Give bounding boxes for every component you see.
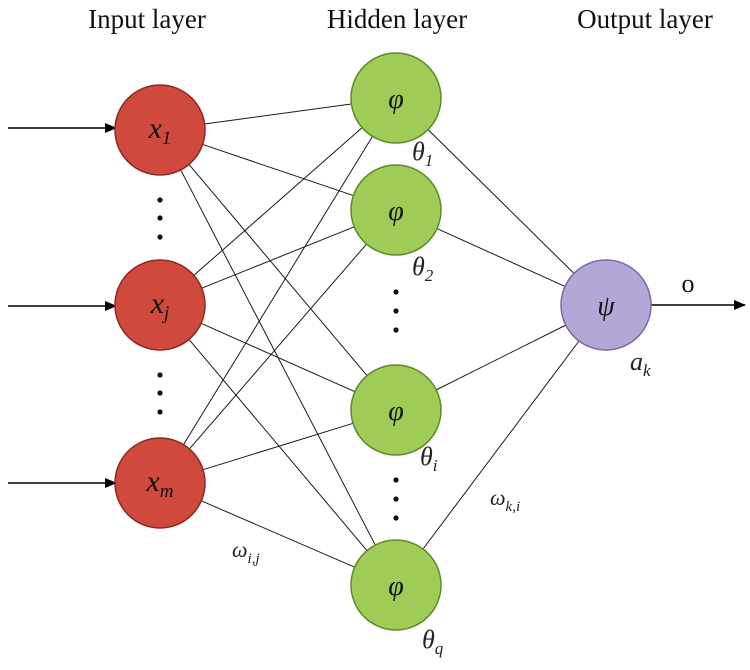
- hidden-output-connection: [422, 340, 580, 550]
- weight-input-hidden-main: ω: [232, 537, 248, 562]
- weight-label-hidden-output: ωk,i: [490, 485, 520, 515]
- hidden-node-1: φ θ1: [350, 52, 442, 170]
- hidden-node-1-bias-sub: 1: [425, 151, 434, 170]
- hidden-node-2-bias: θ2: [412, 252, 434, 285]
- hidden-node-q-symbol: φ: [388, 571, 404, 602]
- output-node: ψ ak: [560, 259, 652, 380]
- hidden-node-i-bias: θi: [420, 442, 438, 475]
- output-node-bias-main: a: [630, 347, 643, 376]
- hidden-node-2-symbol: φ: [388, 196, 404, 227]
- hidden-node-1-bias-main: θ: [412, 137, 425, 166]
- hidden-node-i-bias-main: θ: [420, 442, 433, 471]
- output-node-bias-sub: k: [643, 361, 651, 380]
- hidden-ellipsis-lower: [393, 477, 399, 521]
- input-hidden-connection: [193, 127, 363, 276]
- ellipsis-dot: [157, 372, 163, 378]
- output-node-circle: [560, 259, 652, 351]
- hidden-node-i: φ θi: [350, 364, 442, 475]
- hidden-node-q-bias-sub: q: [435, 639, 444, 658]
- input-hidden-connection: [200, 322, 356, 393]
- hidden-ellipsis-upper: [393, 289, 399, 333]
- ellipsis-dot: [157, 234, 163, 240]
- hidden-node-q-bias-main: θ: [422, 625, 435, 654]
- hidden-node-q: φ θq: [350, 539, 444, 658]
- input-node-1-circle: [114, 84, 206, 176]
- input-node-j-main: x: [150, 287, 165, 320]
- input-node-j-label: xj: [150, 287, 170, 324]
- hidden-node-i-symbol: φ: [388, 396, 404, 427]
- input-layer-title: Input layer: [88, 4, 206, 34]
- input-node-1-main: x: [148, 112, 163, 145]
- input-node-1-sub: 1: [162, 128, 172, 149]
- weight-hidden-output-main: ω: [490, 485, 506, 510]
- input-hidden-connection: [183, 136, 373, 445]
- hidden-node-2-bias-main: θ: [412, 252, 425, 281]
- ellipsis-dot: [393, 477, 399, 483]
- input-node-j-sub: j: [161, 303, 169, 324]
- input-node-j-circle: [114, 259, 206, 351]
- input-ellipsis-lower: [157, 372, 163, 415]
- hidden-node-q-bias: θq: [422, 625, 444, 658]
- ellipsis-dot: [157, 215, 163, 221]
- output-layer-title: Output layer: [577, 4, 713, 34]
- ellipsis-dot: [393, 327, 399, 333]
- hidden-output-connection: [436, 324, 566, 391]
- connection-lines: [180, 103, 580, 568]
- ellipsis-dot: [393, 515, 399, 521]
- output-arrow-label: o: [682, 269, 695, 298]
- input-node-1: x1: [114, 84, 206, 176]
- input-hidden-connection: [204, 103, 352, 125]
- input-arrows: [8, 123, 117, 488]
- input-hidden-connection: [188, 339, 368, 551]
- hidden-node-i-circle: [350, 364, 442, 456]
- input-hidden-connection: [202, 143, 354, 197]
- output-node-bias: ak: [630, 347, 651, 380]
- hidden-node-2-circle: [350, 164, 442, 256]
- ellipsis-dot: [393, 308, 399, 314]
- hidden-node-2-bias-sub: 2: [425, 266, 434, 285]
- input-hidden-connection: [201, 500, 355, 568]
- ellipsis-dot: [393, 289, 399, 295]
- input-hidden-connection: [202, 422, 354, 471]
- weight-input-hidden-sub: i,j: [248, 551, 260, 567]
- input-node-m: xm: [114, 437, 206, 529]
- hidden-node-1-circle: [350, 52, 442, 144]
- input-node-1-label: x1: [148, 112, 172, 149]
- input-hidden-connection: [189, 243, 367, 450]
- hidden-node-2: φ θ2: [350, 164, 442, 285]
- hidden-node-1-bias: θ1: [412, 137, 433, 170]
- hidden-node-i-bias-sub: i: [433, 456, 438, 475]
- ellipsis-dot: [157, 390, 163, 396]
- input-node-m-label: xm: [145, 465, 173, 502]
- input-hidden-connection: [201, 226, 355, 289]
- hidden-node-q-circle: [350, 539, 442, 631]
- input-node-m-main: x: [145, 465, 160, 498]
- weight-label-input-hidden: ωi,j: [232, 537, 260, 567]
- input-node-m-circle: [114, 437, 206, 529]
- hidden-node-1-symbol: φ: [388, 84, 404, 115]
- input-hidden-connection: [188, 164, 368, 376]
- output-node-symbol: ψ: [597, 291, 615, 322]
- input-node-j: xj: [114, 259, 206, 351]
- input-ellipsis-upper: [157, 197, 163, 240]
- ellipsis-dot: [393, 496, 399, 502]
- hidden-layer-title: Hidden layer: [327, 4, 467, 34]
- weight-hidden-output-sub: k,i: [506, 499, 521, 515]
- ellipsis-dot: [157, 409, 163, 415]
- hidden-output-connection: [436, 228, 566, 287]
- ellipsis-dot: [157, 197, 163, 203]
- input-node-m-sub: m: [160, 481, 174, 502]
- hidden-output-connection: [427, 129, 575, 274]
